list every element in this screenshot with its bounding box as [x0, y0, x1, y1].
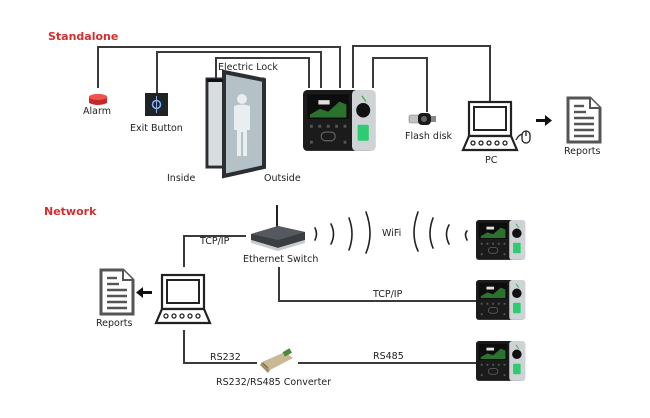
- arrow-right-icon: [536, 115, 552, 126]
- wifi-waves-right: [413, 211, 468, 252]
- wire-switch-to-terminal-2: [278, 267, 476, 302]
- terminal-device-tcpip: [475, 279, 526, 321]
- arrow-left-icon: [136, 287, 152, 298]
- outside-label: Outside: [264, 173, 301, 184]
- rs485-label: RS485: [373, 351, 404, 362]
- wifi-label: WiFi: [382, 228, 402, 239]
- electric-lock-label: Electric Lock: [218, 62, 278, 73]
- wire-flash-disk: [372, 57, 428, 112]
- reports-icon-standalone: [566, 96, 602, 144]
- wire-pc: [352, 45, 491, 102]
- converter-label: RS232/RS485 Converter: [216, 377, 332, 388]
- alarm-label: Alarm: [83, 106, 111, 117]
- rs232-label: RS232: [210, 352, 241, 363]
- ethernet-switch-icon: [251, 205, 305, 251]
- flash-disk-label: Flash disk: [405, 131, 453, 142]
- reports-label-network: Reports: [96, 318, 133, 329]
- converter-icon: [260, 348, 293, 373]
- section-title-standalone: Standalone: [48, 30, 119, 43]
- door-icon: [205, 69, 266, 179]
- inside-label: Inside: [167, 173, 196, 184]
- alarm-icon: [89, 94, 107, 105]
- ethernet-switch-label: Ethernet Switch: [243, 254, 319, 265]
- wire-alarm: [97, 46, 341, 88]
- wifi-waves-left: [314, 211, 371, 254]
- pc-label: PC: [485, 155, 498, 166]
- exit-button-icon: [145, 93, 168, 116]
- wire-pc-to-switch: [183, 235, 246, 267]
- reports-icon-network: [99, 268, 135, 316]
- standalone-wires: [97, 45, 491, 112]
- terminal-device-wifi: [475, 219, 526, 261]
- tcpip-label-mid: TCP/IP: [373, 289, 403, 300]
- pc-icon-standalone: [461, 100, 519, 152]
- wire-pc-to-converter: [183, 330, 257, 364]
- flash-disk-icon: [408, 113, 436, 125]
- pc-icon-network: [154, 273, 212, 325]
- terminal-device-standalone: [302, 89, 377, 152]
- reports-label-standalone: Reports: [564, 146, 601, 157]
- wire-exit-button: [156, 51, 322, 93]
- mouse-icon: [515, 130, 531, 144]
- tcpip-label-top: TCP/IP: [200, 236, 230, 247]
- wire-electric-lock: [215, 57, 310, 88]
- terminal-device-rs485: [475, 340, 526, 382]
- network-wires: [183, 235, 476, 364]
- exit-button-label: Exit Button: [130, 123, 183, 134]
- section-title-network: Network: [44, 205, 97, 218]
